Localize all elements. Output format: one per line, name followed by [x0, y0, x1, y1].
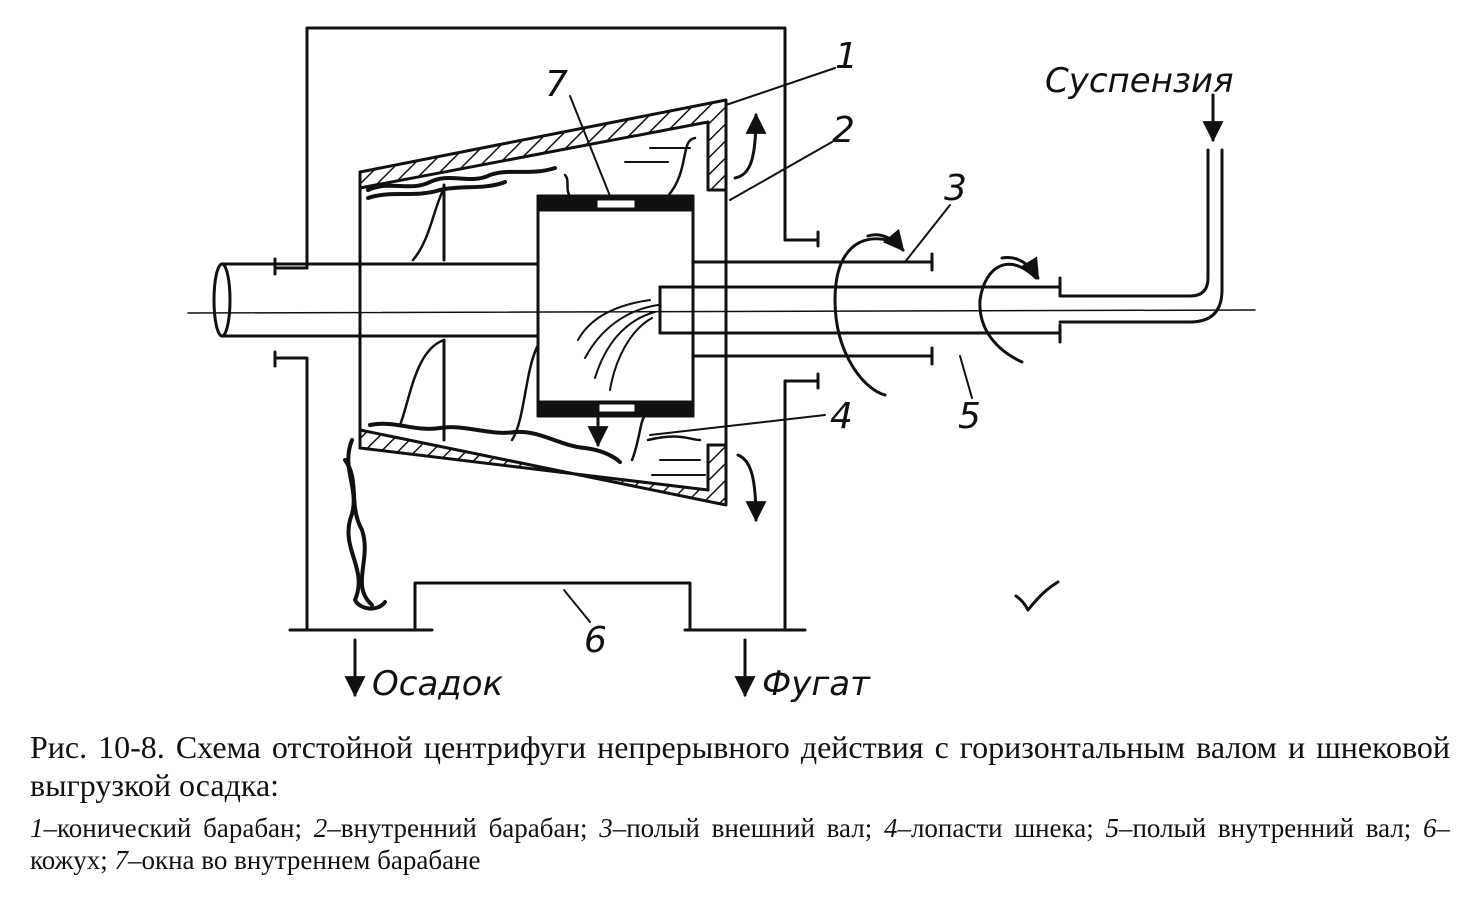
legend-item: 2–внутренний барабан; [313, 813, 588, 843]
suspension-spray [577, 299, 659, 391]
casing [273, 26, 820, 632]
conical-drum [358, 98, 728, 507]
leader-lines [563, 67, 973, 623]
label-suspension: Суспензия [1045, 61, 1234, 101]
caption-legend: 1–конический барабан; 2–внутренний бараб… [30, 812, 1450, 876]
caption-title: Рис. 10-8. Схема отстойной центрифуги не… [30, 729, 1450, 803]
sediment-deposits [343, 166, 622, 611]
axis-centerline [187, 309, 1256, 314]
part-number-1: 1 [835, 36, 858, 77]
figure-caption: Рис. 10-8. Схема отстойной центрифуги не… [30, 728, 1450, 876]
flow-arrows [344, 93, 1224, 698]
hollow-outer-shaft [691, 188, 934, 447]
liquid-level [624, 147, 706, 476]
hollow-inner-shaft [658, 148, 1224, 344]
part-number-6: 6 [584, 620, 607, 661]
rotation-arrows [833, 228, 1040, 397]
part-number-5: 5 [958, 396, 981, 437]
legend-item: 4–лопасти шнека; [883, 813, 1094, 843]
legend-item: 5–полый внутренний вал; [1105, 813, 1412, 843]
legend-item: 3–полый внешний вал; [599, 813, 873, 843]
part-number-4: 4 [830, 396, 853, 437]
legend-item: 1–конический барабан; [30, 813, 302, 843]
label-sediment: Осадок [372, 664, 504, 704]
check-mark [1014, 580, 1060, 612]
label-fugate: Фугат [762, 664, 871, 704]
part-number-3: 3 [944, 168, 967, 209]
part-number-7: 7 [545, 64, 568, 105]
legend-item: 7–окна во внутреннем барабане [114, 845, 481, 875]
left-shaft [212, 262, 540, 338]
centrifuge-diagram: Суспензия Осадок Фугат 1 2 3 4 5 6 7 [187, 26, 1256, 704]
part-number-2: 2 [832, 110, 855, 151]
legend-item: 6–кожух; [30, 813, 1451, 875]
inner-drum [536, 194, 695, 418]
